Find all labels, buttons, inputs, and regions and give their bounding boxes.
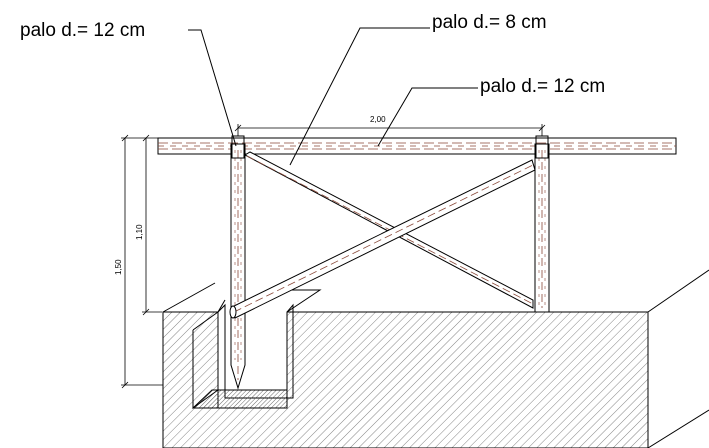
dimension-span-label: 2,00 [370, 115, 386, 124]
label-brace-diameter: palo d.= 8 cm [432, 12, 547, 33]
left-post [230, 135, 246, 390]
label-rail-diameter: palo d.= 12 cm [480, 76, 606, 97]
dimension-height-label: 1,10 [135, 224, 144, 240]
right-post [534, 135, 550, 313]
post-pit [191, 299, 294, 409]
label-post-diameter: palo d.= 12 cm [20, 20, 146, 41]
dimension-total: 1,50 [114, 134, 163, 389]
dimension-total-label: 1,50 [114, 259, 123, 275]
callout-leaders [188, 27, 478, 166]
dimension-height: 1,10 [135, 134, 162, 316]
dimension-span: 2,00 [234, 115, 546, 136]
diagonal-brace-up [229, 159, 536, 319]
